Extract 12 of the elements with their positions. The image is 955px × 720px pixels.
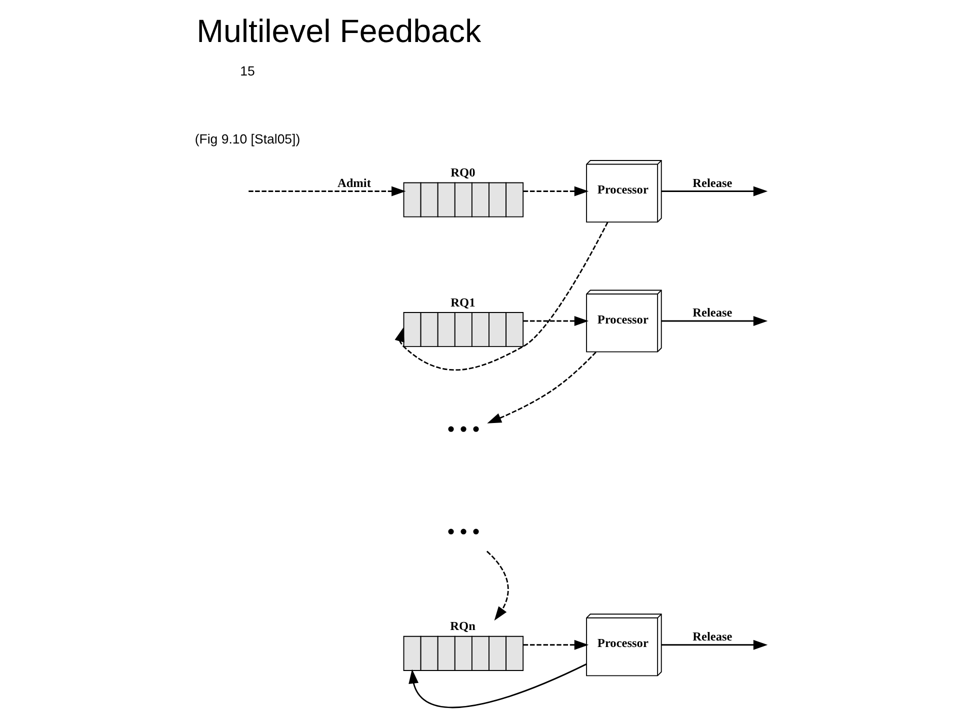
node-label: RQ1	[450, 295, 476, 310]
diagram-title: Multilevel Feedback	[196, 12, 482, 49]
edge-label: Admit	[337, 176, 371, 190]
edge-label: Release	[692, 306, 732, 320]
edge-label: Release	[692, 176, 732, 190]
label: (Fig 9.10 [Stal05])	[194, 132, 300, 147]
node-text: • • •	[447, 417, 480, 442]
node-label: RQ0	[450, 165, 476, 180]
edge-label: Release	[692, 630, 732, 644]
node-label: RQn	[450, 619, 476, 634]
label: 15	[240, 63, 255, 78]
node-text: • • •	[447, 519, 480, 544]
